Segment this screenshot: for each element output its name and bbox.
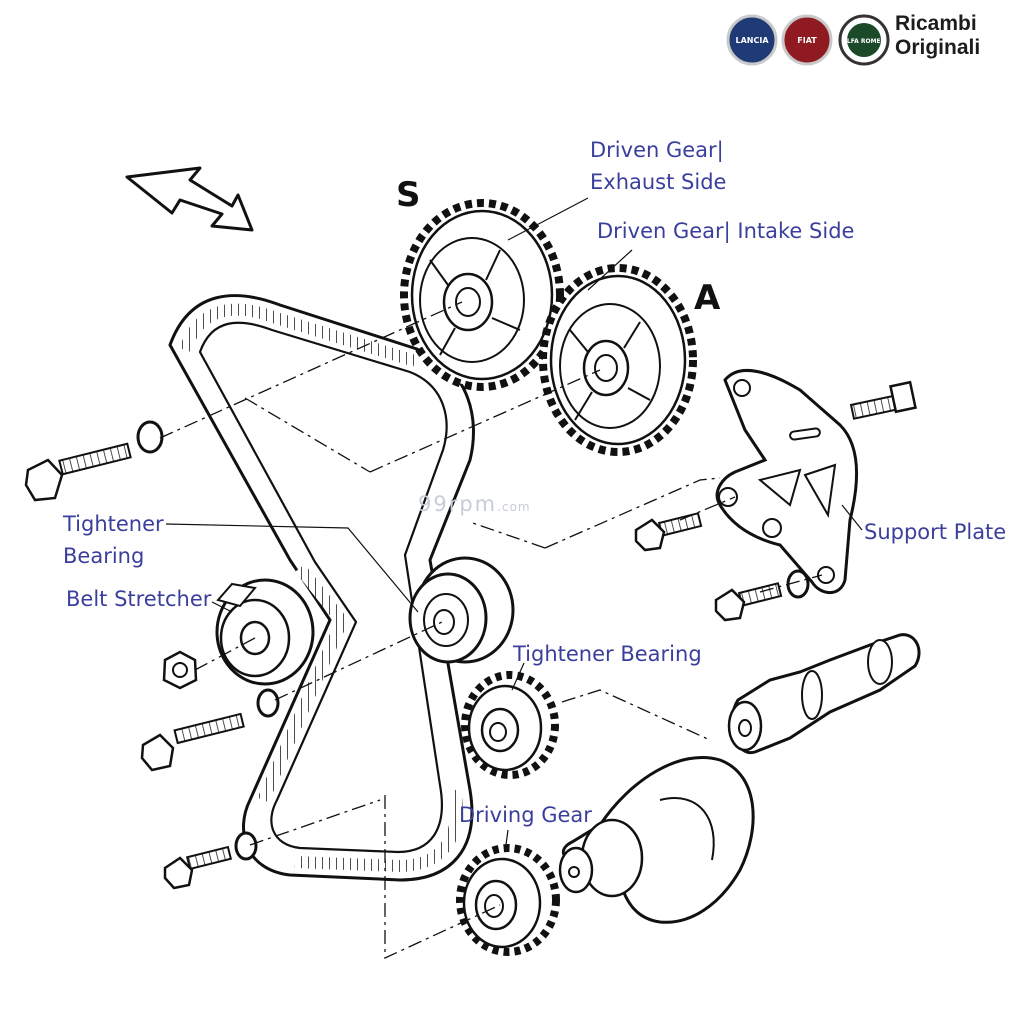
marker-s: S: [396, 175, 421, 215]
brand-text: Ricambi Originali: [895, 12, 980, 60]
watermark: 99rpm.com: [418, 492, 531, 516]
belt-stretcher-part: [215, 578, 315, 686]
intake-driven-gear: [539, 264, 697, 456]
label-driving-gear: Driving Gear: [459, 803, 592, 827]
lancia-logo: LANCIA: [726, 14, 778, 66]
fiat-logo: FIAT: [781, 14, 833, 66]
crankshaft: [558, 755, 755, 924]
watermark-main: 99rpm: [418, 492, 498, 516]
label-support-plate: Support Plate: [864, 520, 1007, 544]
bolt-support-middle: [634, 512, 703, 552]
brand-emblems: LANCIA FIAT ALFA ROMEO: [726, 14, 890, 66]
tightener-bearing-upper-part: [408, 556, 515, 664]
bolt-support-lower: [714, 569, 810, 622]
washer-top-left: [136, 420, 164, 454]
countershaft: [727, 633, 921, 755]
brand-line-1: Ricambi: [895, 12, 977, 35]
tightener-bearing-lower-part: [461, 671, 559, 779]
label-belt-stretcher: Belt Stretcher: [66, 587, 212, 611]
svg-text:LANCIA: LANCIA: [735, 36, 769, 45]
label-driven-intake: Driven Gear| Intake Side: [597, 219, 855, 243]
bolt-stretcher: [140, 688, 280, 772]
exhaust-driven-gear: [400, 199, 564, 391]
svg-text:ALFA ROMEO: ALFA ROMEO: [842, 38, 886, 45]
label-tightener-top-2: Bearing: [63, 544, 145, 568]
leader-lines: [165, 197, 863, 853]
watermark-suffix: .com: [497, 500, 531, 514]
support-plate: [715, 369, 858, 595]
direction-arrow-icon: [125, 166, 254, 232]
label-driven-exhaust-2: Exhaust Side: [590, 170, 727, 194]
svg-text:FIAT: FIAT: [797, 36, 817, 45]
alfa-romeo-logo: ALFA ROMEO: [838, 14, 890, 66]
driving-gear-part: [456, 844, 560, 956]
label-driven-exhaust-1: Driven Gear|: [590, 138, 724, 162]
bolt-support-upper: [849, 380, 917, 420]
bolt-lower: [163, 831, 258, 890]
assembly-axes: [159, 301, 823, 960]
label-tightener-bearing: Tightener Bearing: [513, 642, 702, 666]
brand-line-2: Originali: [895, 36, 981, 59]
long-bolt-top-left: [24, 442, 132, 502]
marker-a: A: [694, 278, 721, 318]
stretcher-nut: [162, 650, 198, 690]
label-tightener-top-1: Tightener: [63, 512, 164, 536]
